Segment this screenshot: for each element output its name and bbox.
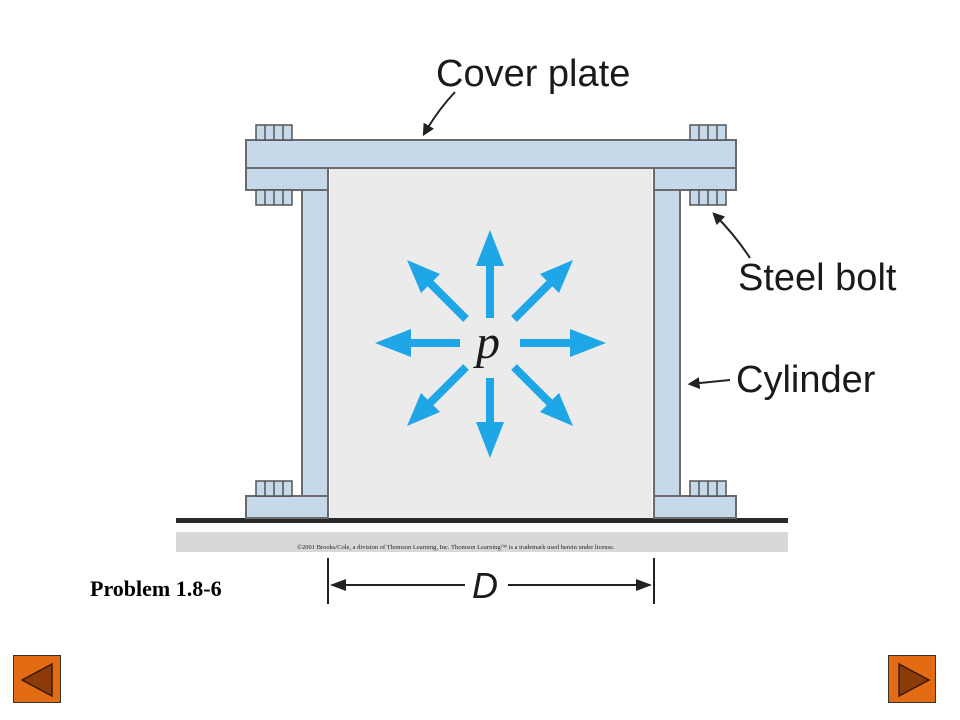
- pressure-label: p: [473, 316, 500, 369]
- triangle-right-icon: [898, 662, 931, 698]
- cover-plate: [245, 139, 737, 169]
- steel-bolt-bottom-left: [255, 480, 293, 497]
- pressure-arrow-up-left: [407, 260, 469, 322]
- pressure-arrow-left: [375, 329, 460, 357]
- base-flange-right: [653, 495, 737, 519]
- problem-title: Problem 1.8-6: [90, 576, 222, 601]
- cover-plate-label: Cover plate: [436, 53, 630, 95]
- upper-flange-left: [245, 167, 329, 191]
- cylinder-wall-right: [653, 167, 681, 519]
- steel-bolt-top-left: [255, 124, 293, 206]
- copyright-notice: ©2001 Brooks/Cole, a division of Thomson…: [297, 544, 615, 551]
- cover-plate-leader: [422, 91, 456, 137]
- base-flange-left: [245, 495, 329, 519]
- steel-bolt-label: Steel bolt: [738, 257, 897, 299]
- cylinder-wall-left: [301, 167, 329, 519]
- ground-line: [176, 518, 788, 523]
- steel-bolt-leader: [712, 212, 751, 259]
- diameter-label: D: [472, 565, 498, 606]
- pressure-arrows: [375, 230, 606, 458]
- steel-bolt-bottom-right: [689, 480, 727, 497]
- pressure-arrow-down-right: [511, 364, 573, 426]
- next-slide-button[interactable]: [888, 655, 936, 703]
- pressure-arrow-up: [476, 230, 504, 318]
- steel-bolt-top-right: [689, 124, 727, 206]
- pressure-arrow-down: [476, 378, 504, 458]
- ground-strip: [176, 532, 788, 552]
- diameter-dimension: [327, 558, 655, 604]
- cylinder-leader: [687, 377, 731, 390]
- pressure-arrow-down-left: [407, 364, 469, 426]
- upper-flange-right: [653, 167, 737, 191]
- pressure-arrow-right: [520, 329, 606, 357]
- previous-slide-button[interactable]: [13, 655, 61, 703]
- cylinder-label: Cylinder: [736, 359, 876, 401]
- triangle-left-icon: [20, 662, 53, 698]
- pressure-arrow-up-right: [511, 260, 573, 322]
